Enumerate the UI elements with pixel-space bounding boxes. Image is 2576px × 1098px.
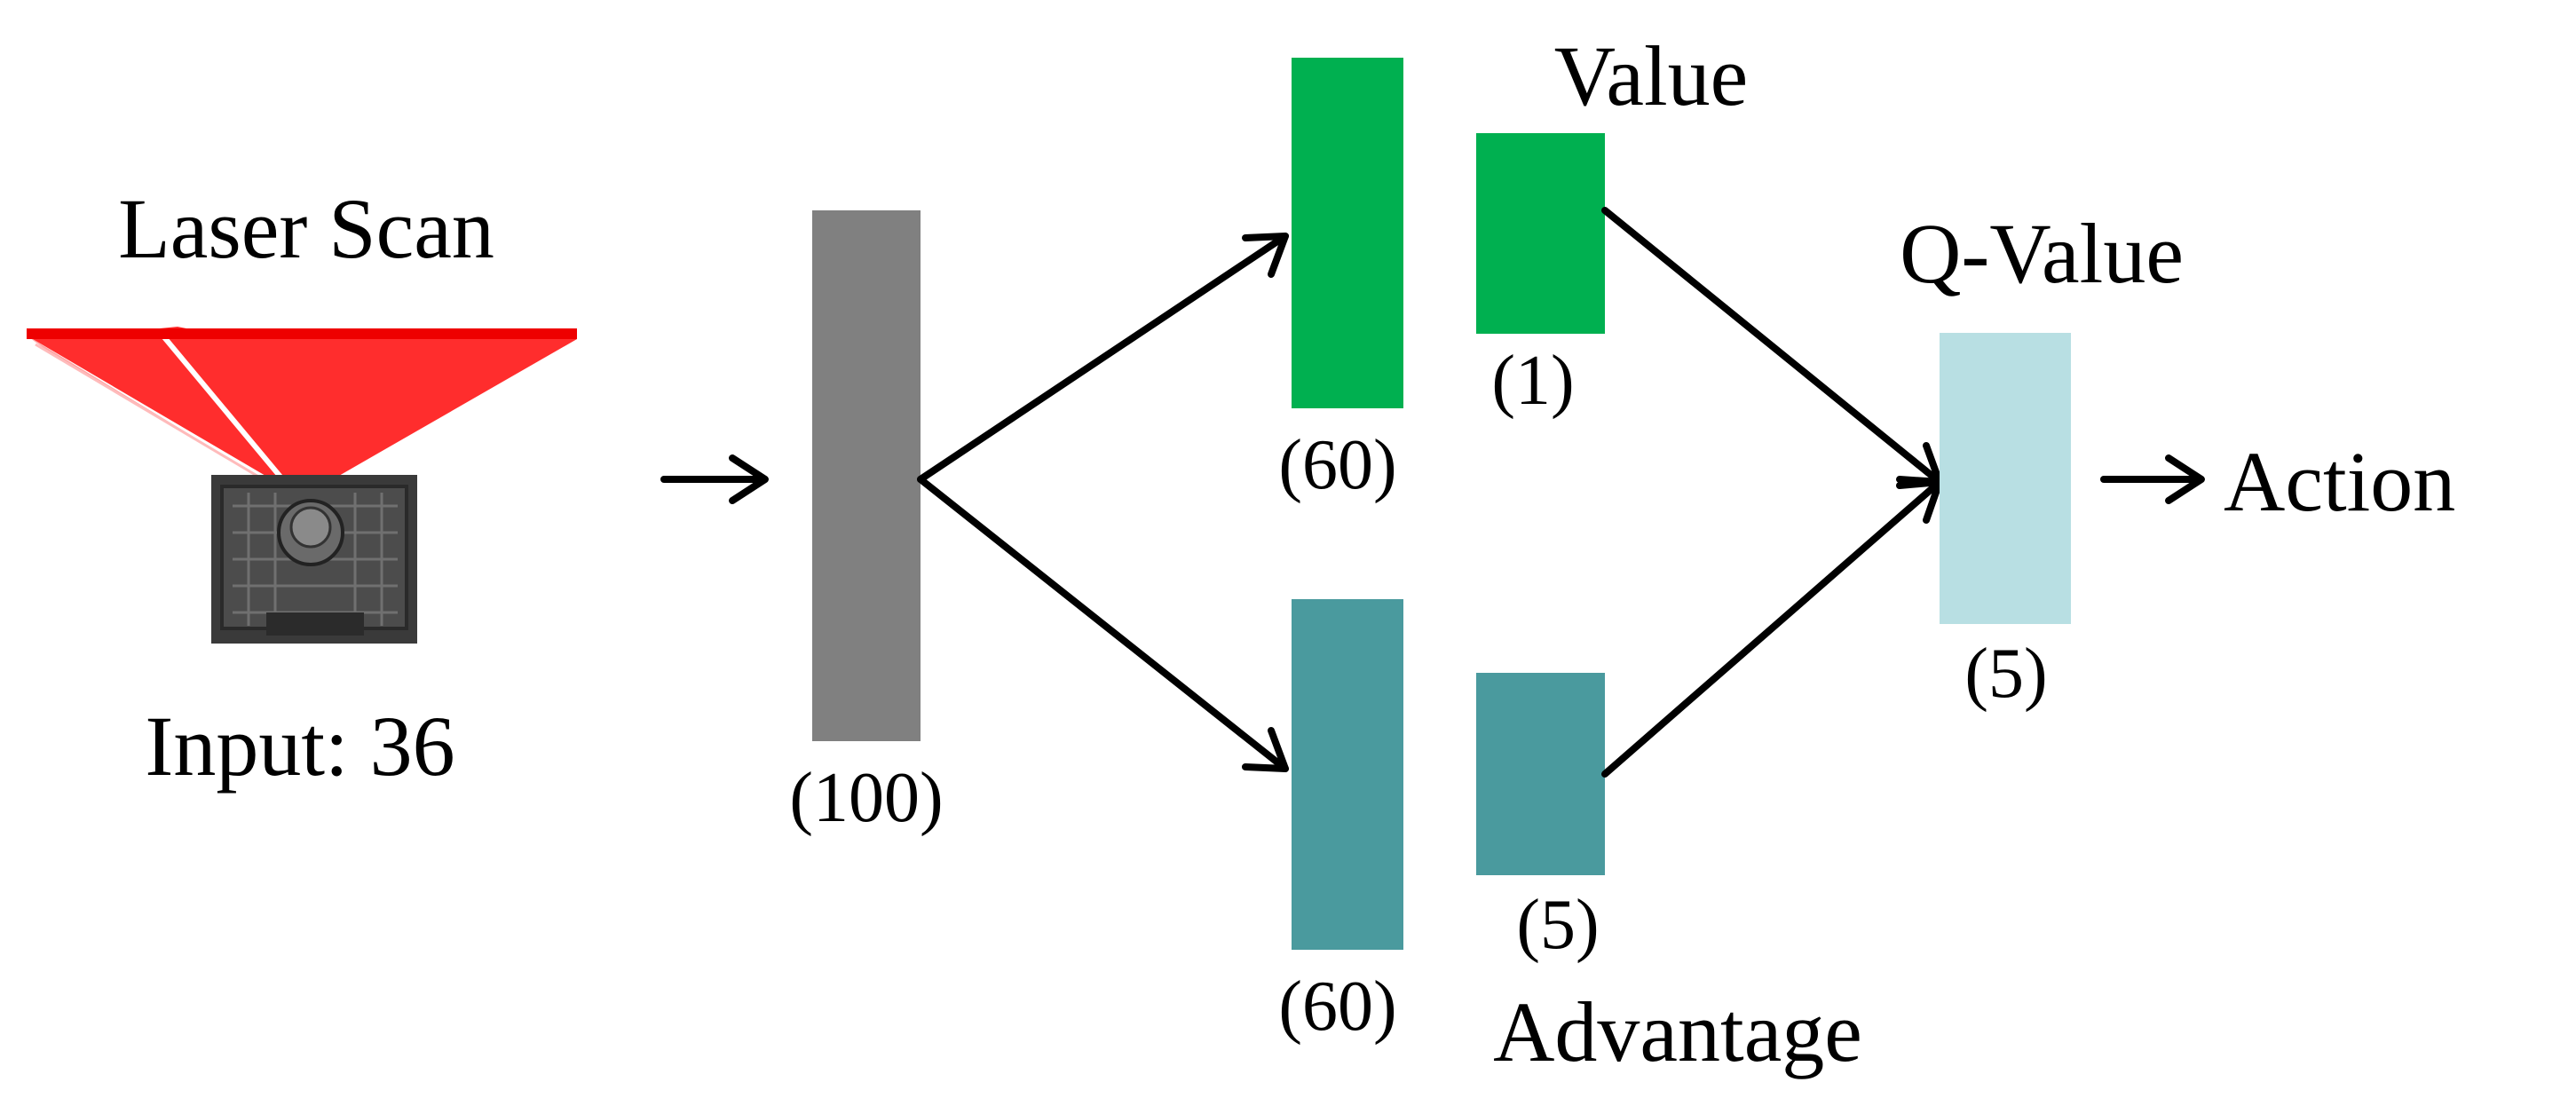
value-stream-hidden-size-label: (60) [1278,426,1396,504]
value-output-size-label: (1) [1491,342,1574,420]
hidden-layer-size-label: (100) [789,759,943,837]
value-output-layer [1476,133,1605,334]
hidden-layer-100 [812,210,921,741]
arrow-hidden-to-value-stream [917,233,1289,483]
advantage-stream-hidden-size-label: (60) [1278,968,1396,1046]
advantage-stream-name: Advantage [1493,984,1862,1079]
laser-scan-fan-icon [27,327,577,499]
laser-scan-illustration [27,327,577,644]
advantage-stream-hidden-layer [1292,599,1403,950]
arrow-advantage-to-q-value [1601,478,1943,778]
q-value-layer [1940,333,2071,624]
advantage-output-size-label: (5) [1516,886,1599,964]
advantage-output-layer [1476,673,1605,875]
q-value-name: Q-Value [1900,206,2184,301]
value-stream-hidden-layer [1292,58,1403,408]
robot-icon [211,475,417,644]
arrow-hidden-to-advantage-stream [917,476,1289,772]
input-arrow [660,454,769,504]
laser-scan-title: Laser Scan [118,181,494,276]
input-size-caption: Input: 36 [145,699,454,794]
action-label: Action [2224,434,2455,529]
output-arrow [2100,454,2205,504]
arrow-value-to-q-value [1601,207,1943,486]
q-value-size-label: (5) [1964,635,2047,713]
value-stream-name: Value [1554,28,1749,123]
